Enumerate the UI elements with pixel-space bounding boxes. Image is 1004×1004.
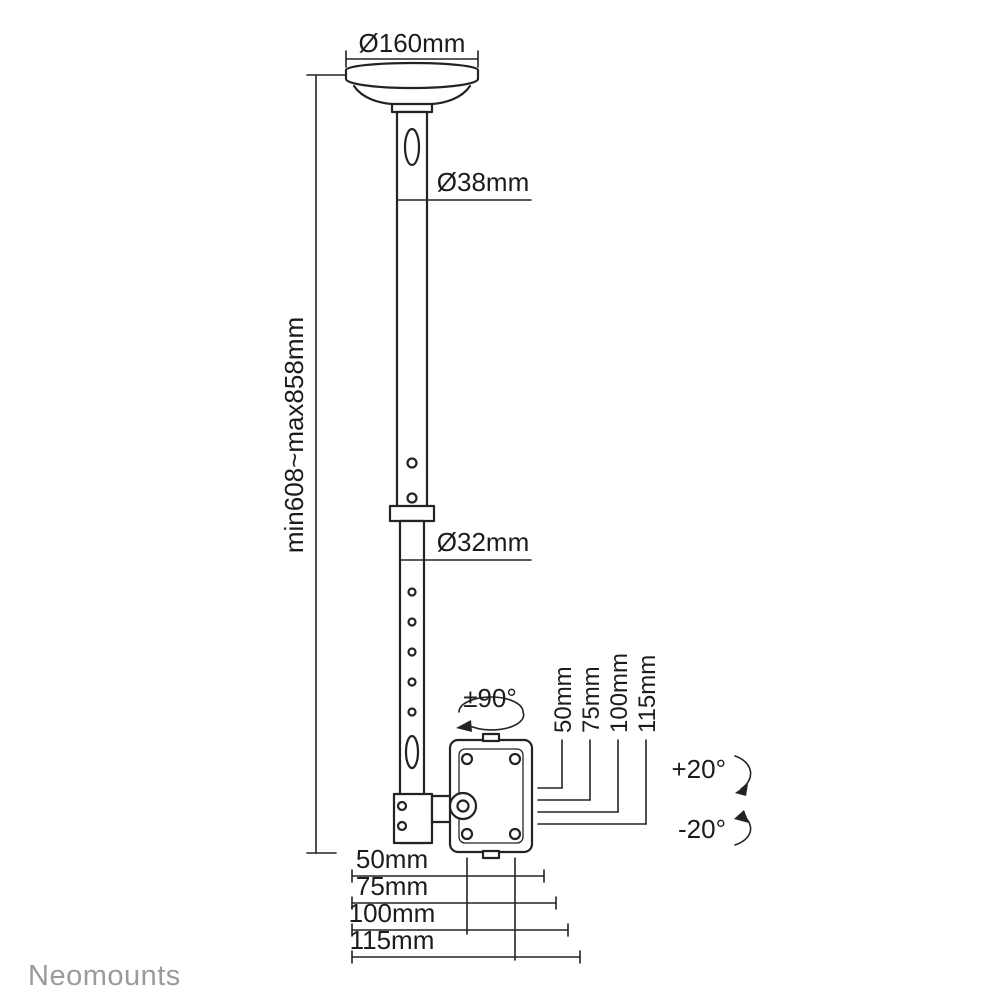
clamp-screw [396, 820, 408, 832]
dim-upper-diameter: Ø38mm [396, 167, 532, 207]
pole-screw [406, 492, 418, 504]
tilt-hub [448, 791, 478, 821]
clamp-screw [396, 800, 408, 812]
pole-slot-bottom [404, 734, 420, 770]
label-vesa-v-50: 50mm [550, 666, 577, 733]
vesa-tab-bottom [481, 849, 501, 860]
ceiling-plate [344, 61, 480, 114]
dim-top-diameter: Ø160mm [345, 28, 479, 68]
coupling-collar [388, 504, 436, 523]
pole-hole [407, 647, 417, 657]
tilt-up-annotation: +20° [671, 754, 752, 796]
vesa-hole [508, 752, 522, 766]
vesa-hole [460, 827, 474, 841]
plate-dome-right [430, 84, 472, 106]
rotation-arrowhead-icon [456, 720, 472, 732]
plate-side [344, 68, 480, 90]
pole-clamp [392, 792, 456, 845]
vesa-hole [460, 752, 474, 766]
label-vesa-h-115: 115mm [350, 925, 435, 955]
label-vesa-v-75: 75mm [578, 666, 605, 733]
tilt-up-arrowhead-icon [735, 784, 748, 796]
label-height-range: min608~max858mm [279, 317, 309, 553]
brand-logo: Neomounts [28, 960, 181, 992]
vesa-plate [448, 732, 534, 860]
vesa-hole [508, 827, 522, 841]
dim-vesa-horizontal: 50mm 75mm 100mm 115mm [349, 844, 581, 964]
dim-height: min608~max858mm [279, 74, 347, 854]
vesa-tab-top [481, 732, 501, 743]
dim-vesa-vertical: 50mm 75mm 100mm 115mm [537, 653, 661, 825]
pole-slot-top [403, 127, 421, 167]
label-vesa-v-115: 115mm [634, 655, 661, 733]
tilt-up-arrow-arc [734, 755, 752, 790]
upper-pole-tube [395, 110, 429, 514]
pole-screw [406, 457, 418, 469]
pole-hole [407, 587, 417, 597]
label-lower-diameter: Ø32mm [437, 527, 529, 557]
pole-coupling [388, 504, 436, 523]
label-top-diameter: Ø160mm [359, 28, 466, 58]
rotation-indicator: ±90° [456, 683, 525, 732]
tilt-down-arrowhead-icon [734, 810, 749, 823]
plate-collar [390, 102, 434, 114]
label-tilt-down: -20° [678, 814, 726, 844]
hub-bolt [456, 799, 470, 813]
tilt-down-annotation: -20° [678, 810, 752, 846]
pole-hole [407, 617, 417, 627]
label-vesa-h-50: 50mm [356, 844, 428, 874]
pole-hole [407, 677, 417, 687]
label-upper-diameter: Ø38mm [437, 167, 529, 197]
label-vesa-v-100: 100mm [606, 653, 633, 733]
lower-pole [398, 519, 426, 845]
label-tilt-up: +20° [671, 754, 726, 784]
rotation-arc [458, 696, 525, 731]
plate-dome-left [352, 84, 394, 106]
label-vesa-h-75: 75mm [356, 871, 428, 901]
dim-lower-diameter: Ø32mm [399, 527, 532, 567]
label-rotation: ±90° [463, 683, 517, 713]
clamp-body [392, 792, 434, 845]
upper-pole [395, 110, 429, 514]
pole-hole [407, 707, 417, 717]
label-vesa-h-100: 100mm [349, 898, 436, 928]
